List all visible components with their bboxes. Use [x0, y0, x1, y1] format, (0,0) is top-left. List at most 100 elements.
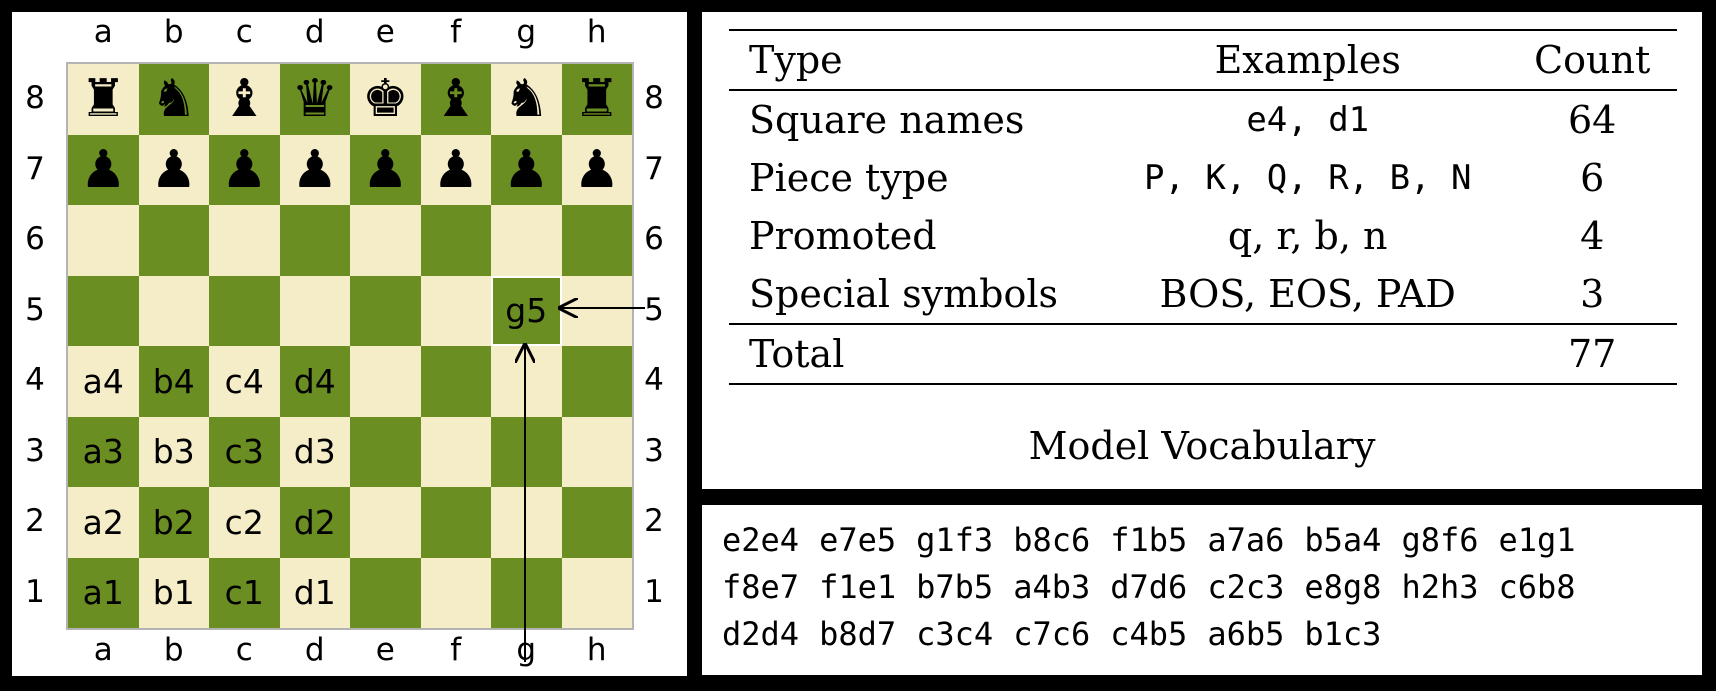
move-token: e7e5: [819, 521, 897, 559]
square-d8: ♛: [279, 64, 350, 135]
square-e4: [350, 346, 421, 417]
square-b7: ♟: [138, 134, 209, 205]
file-label-bottom: e: [375, 632, 395, 668]
square-b2: b2: [138, 487, 209, 558]
move-token: b8d7: [819, 615, 897, 653]
pawn-icon: ♟: [79, 139, 127, 200]
row-examples: q, r, b, n: [1227, 214, 1388, 258]
rank-label-left: 3: [25, 432, 45, 469]
file-label-top: d: [304, 14, 325, 50]
square-a6: [68, 205, 139, 276]
square-b1: b1: [138, 557, 209, 628]
square-a1: a1: [68, 557, 139, 628]
move-token: f8e7: [722, 568, 800, 606]
square-c1: c1: [209, 557, 280, 628]
square-c7: ♟: [209, 134, 280, 205]
square-h4: [561, 346, 632, 417]
file-label-bottom: c: [235, 632, 253, 668]
square-a4: a4: [68, 346, 139, 417]
square-b6: [138, 205, 209, 276]
row-type: Square names: [749, 98, 1025, 142]
square-d4: d4: [279, 346, 350, 417]
square-b8: ♞: [138, 64, 209, 135]
square-label: c3: [224, 432, 264, 472]
square-label: d2: [293, 502, 336, 542]
square-d1: d1: [279, 557, 350, 628]
square-label: a2: [82, 502, 124, 542]
move-token: h2h3: [1401, 568, 1479, 606]
square-label: d1: [293, 573, 336, 613]
square-a3: a3: [68, 416, 139, 487]
square-a2: a2: [68, 487, 139, 558]
square-g2: [491, 487, 562, 558]
square-e5: [350, 275, 421, 346]
total-label: Total: [749, 332, 845, 376]
file-label-top: g: [516, 14, 537, 50]
move-token: a4b3: [1013, 568, 1091, 606]
square-g8: ♞: [491, 64, 562, 135]
move-token: f1b5: [1110, 521, 1188, 559]
square-label: c1: [224, 573, 264, 613]
square-h8: ♜: [561, 64, 632, 135]
file-label-top: c: [235, 14, 253, 50]
square-label: d3: [293, 432, 336, 472]
square-g5: g5: [491, 275, 562, 346]
rank-label-right: 8: [644, 80, 664, 117]
pawn-icon: ♟: [220, 139, 268, 200]
move-token: b7b5: [916, 568, 994, 606]
pawn-icon: ♟: [573, 139, 621, 200]
square-label: b4: [152, 361, 195, 401]
square-a7: ♟: [68, 134, 139, 205]
file-label-bottom: g: [516, 632, 537, 668]
square-d7: ♟: [279, 134, 350, 205]
bishop-icon: ♝: [432, 69, 480, 130]
square-c6: [209, 205, 280, 276]
rank-label-left: 8: [25, 80, 45, 117]
rook-icon: ♜: [573, 69, 621, 130]
rank-label-left: 4: [25, 362, 45, 399]
rank-label-right: 2: [644, 503, 664, 540]
move-token: b5a4: [1304, 521, 1382, 559]
square-f7: ♟: [420, 134, 491, 205]
move-token: c6b8: [1498, 568, 1576, 606]
move-token: a6b5: [1207, 615, 1285, 653]
file-label-top: h: [586, 14, 607, 50]
king-icon: ♚: [361, 69, 409, 130]
square-g7: ♟: [491, 134, 562, 205]
table-total-row: Total 77: [729, 324, 1677, 384]
total-count: 77: [1567, 332, 1617, 376]
move-token: f1e1: [819, 568, 897, 606]
rank-label-left: 1: [25, 573, 45, 610]
header-type: Type: [749, 38, 843, 82]
row-examples: e4, d1: [1246, 100, 1370, 140]
square-label: a3: [82, 432, 124, 472]
pawn-icon: ♟: [291, 139, 339, 200]
square-c4: c4: [209, 346, 280, 417]
square-c3: c3: [209, 416, 280, 487]
row-count: 6: [1580, 156, 1605, 200]
row-examples: BOS, EOS, PAD: [1159, 272, 1456, 316]
square-label: b3: [152, 432, 195, 472]
square-f2: [420, 487, 491, 558]
move-token: g8f6: [1401, 521, 1479, 559]
move-token: g1f3: [916, 521, 994, 559]
rank-label-right: 5: [644, 291, 664, 328]
move-token: c7c6: [1013, 615, 1091, 653]
square-label: c4: [224, 361, 264, 401]
rank-label-right: 6: [644, 221, 664, 258]
square-label: a1: [82, 573, 124, 613]
move-token: e2e4: [722, 521, 800, 559]
move-token: b8c6: [1013, 521, 1091, 559]
square-label: d4: [293, 361, 336, 401]
row-examples: P, K, Q, R, B, N: [1143, 158, 1472, 198]
rook-icon: ♜: [79, 69, 127, 130]
header-count: Count: [1534, 38, 1651, 82]
square-c5: [209, 275, 280, 346]
square-e6: [350, 205, 421, 276]
rank-label-left: 6: [25, 221, 45, 258]
